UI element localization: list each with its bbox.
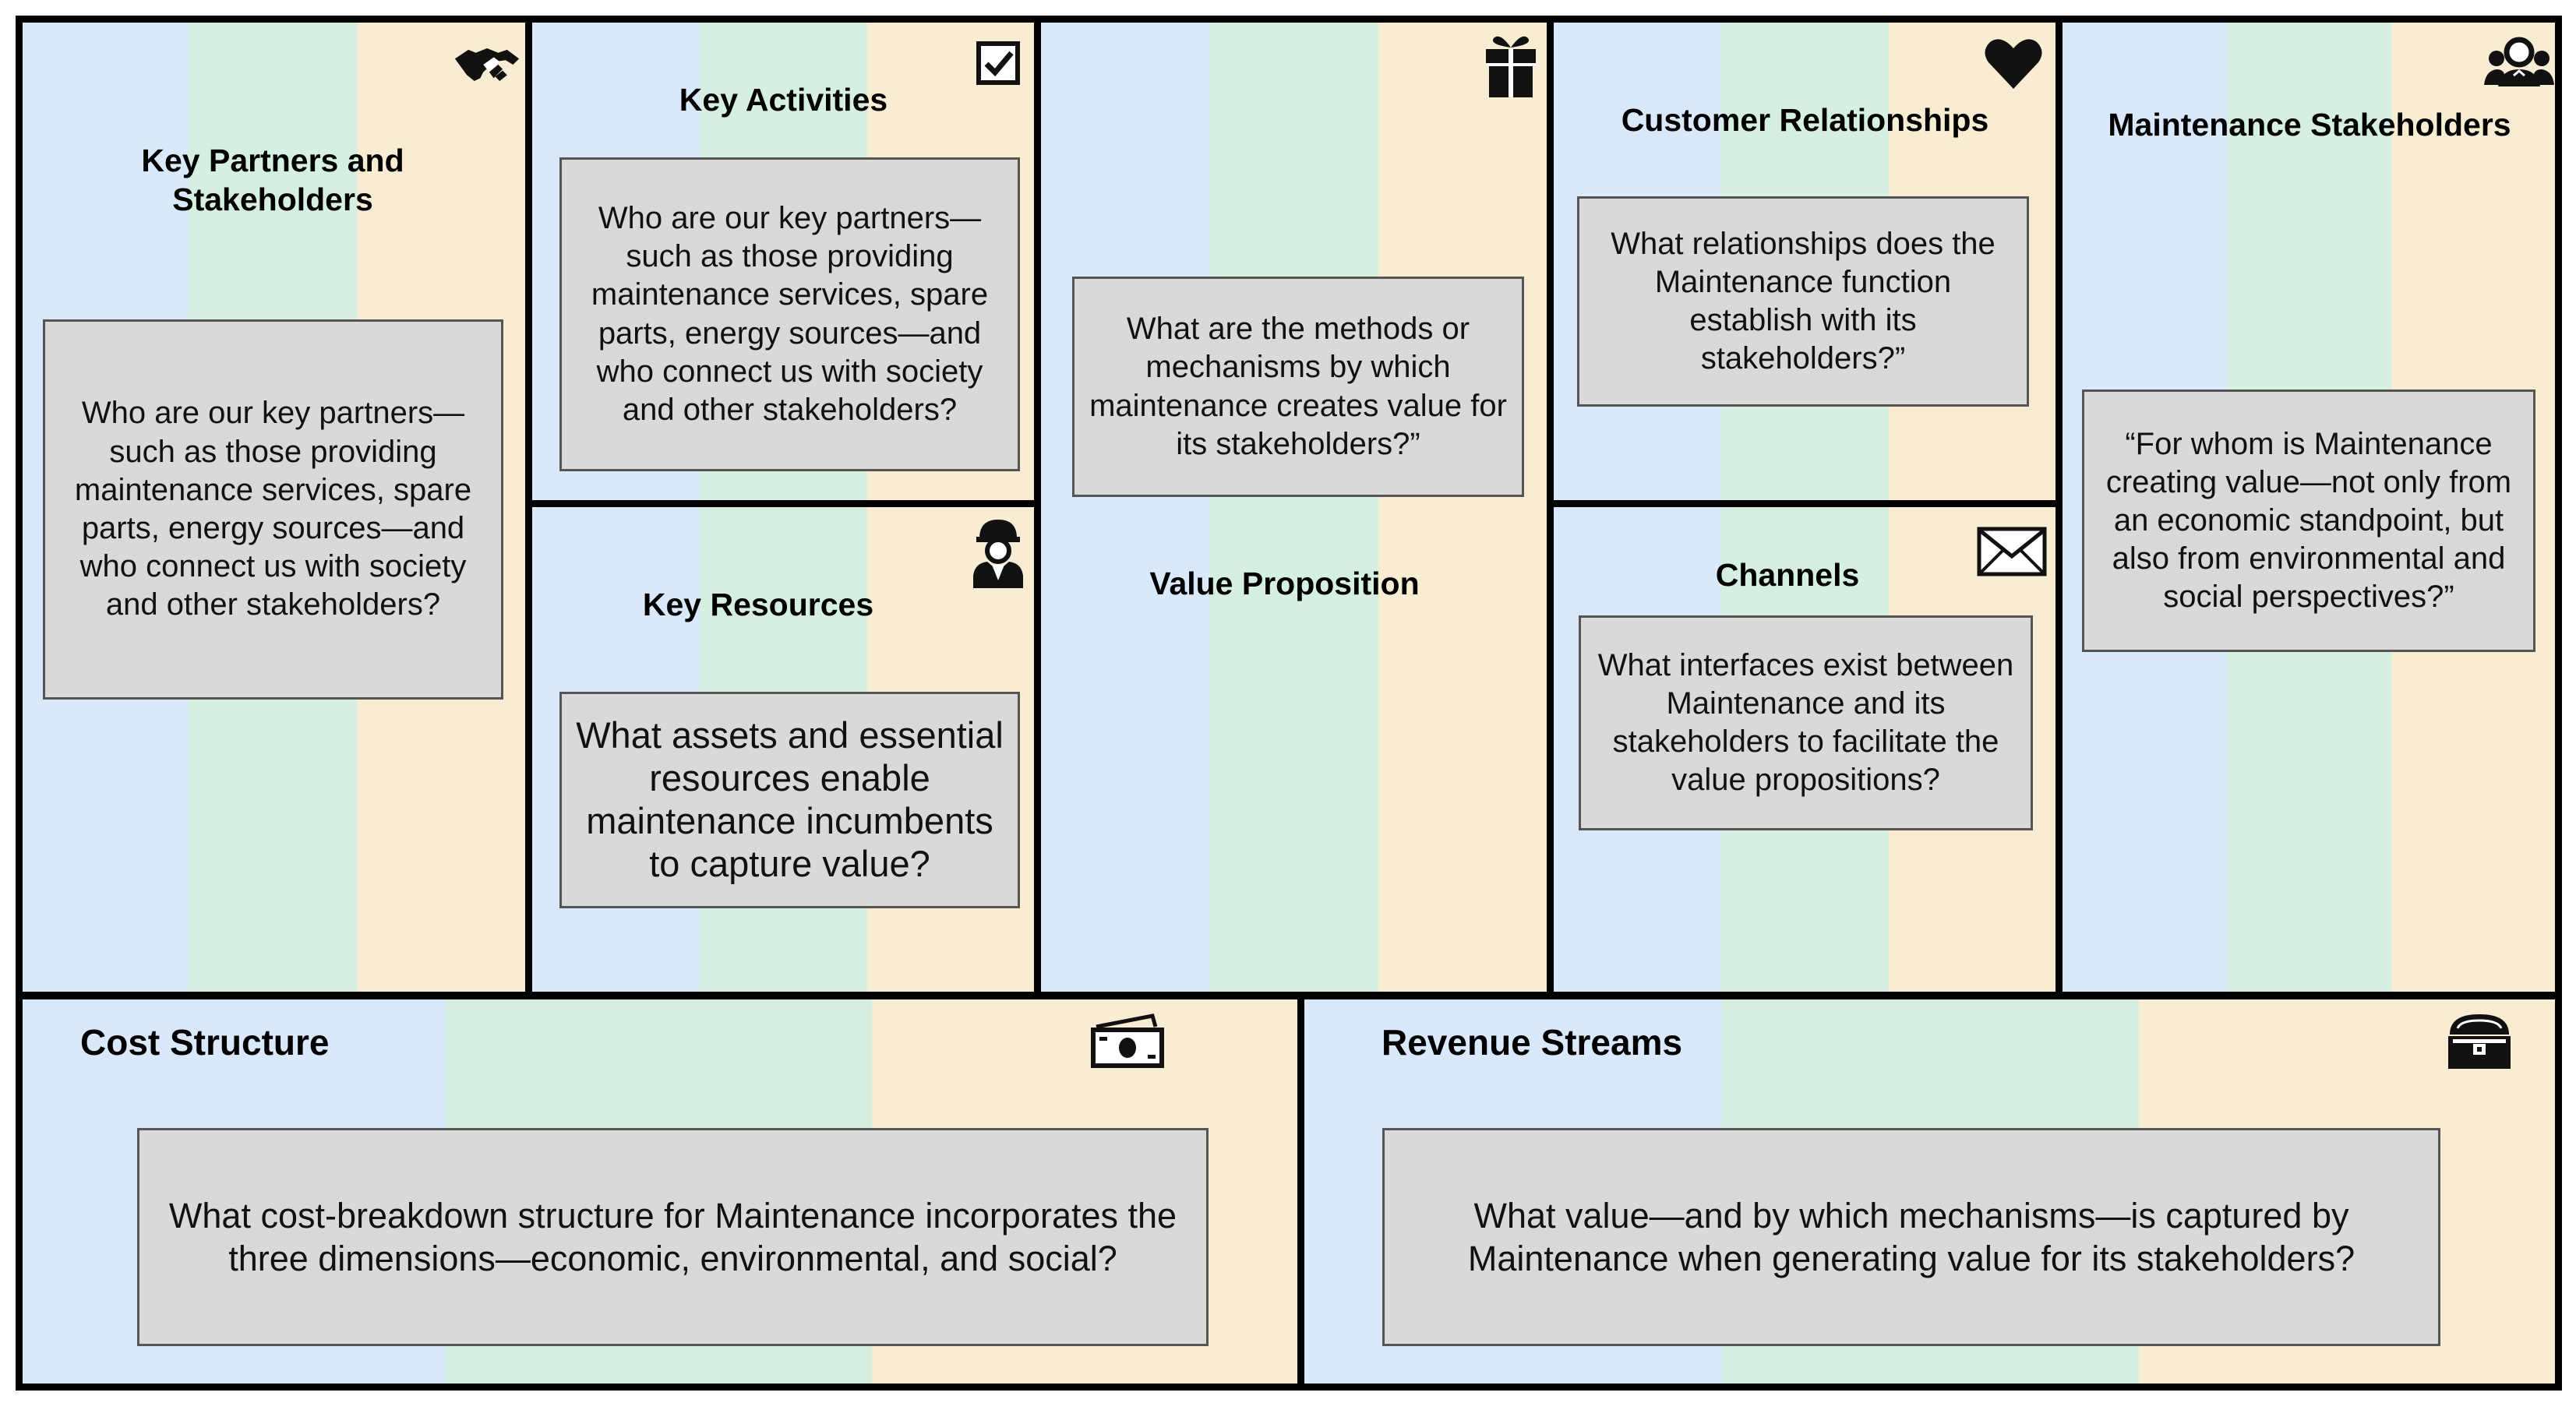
- revenue-streams-block: Revenue Streams What value—and by which …: [1304, 999, 2557, 1385]
- key-activities-title: Key Activities: [679, 82, 888, 118]
- revenue-streams-question: What value—and by which mechanisms—is ca…: [1382, 1128, 2440, 1346]
- outer-border-bottom: [16, 1384, 2562, 1391]
- key-partners-question-text: Who are our key partners—such as those p…: [74, 396, 472, 622]
- value-proposition-block: What are the methods or mechanisms by wh…: [1041, 21, 1547, 993]
- maintenance-stakeholders-title: Maintenance Stakeholders: [2108, 107, 2511, 143]
- key-resources-block: Key Resources What assets and essential …: [532, 507, 1035, 993]
- revenue-streams-title: Revenue Streams: [1382, 1022, 1683, 1063]
- value-proposition-question-text: What are the methods or mechanisms by wh…: [1089, 312, 1507, 461]
- customer-relationships-title: Customer Relationships: [1621, 102, 1989, 138]
- key-activities-question-text: Who are our key partners—such as those p…: [591, 200, 989, 427]
- divider-relationships-channels: [1547, 500, 2063, 507]
- outer-border-top: [16, 16, 2562, 23]
- key-resources-question: What assets and essential resources enab…: [559, 692, 1020, 908]
- cost-structure-title: Cost Structure: [80, 1022, 330, 1063]
- divider-horizontal-main: [16, 992, 2562, 999]
- key-partners-title: Key Partners and Stakeholders: [141, 143, 404, 218]
- channels-question: What interfaces exist between Maintenanc…: [1579, 615, 2033, 830]
- channels-block: Channels What interfaces exist between M…: [1554, 507, 2056, 993]
- cost-structure-question: What cost-breakdown structure for Mainte…: [137, 1128, 1209, 1346]
- checkbox-icon: [976, 41, 1020, 85]
- key-activities-question: Who are our key partners—such as those p…: [559, 157, 1020, 471]
- key-activities-block: Key Activities Who are our key partners—…: [532, 21, 1035, 501]
- maintenance-stakeholders-question: “For whom is Maintenance creating value—…: [2082, 390, 2535, 652]
- heart-icon: [1984, 36, 2043, 90]
- key-partners-block: Key Partners and Stakeholders Who are ou…: [19, 21, 526, 993]
- customer-relationships-question-text: What relationships does the Maintenance …: [1611, 226, 1996, 376]
- gift-icon: [1483, 30, 1539, 99]
- key-resources-question-text: What assets and essential resources enab…: [576, 714, 1004, 884]
- customer-relationships-block: Customer Relationships What relationship…: [1554, 21, 2056, 501]
- divider-activities-resources: [525, 500, 1041, 507]
- envelope-icon: [1977, 527, 2047, 576]
- outer-border-right: [2555, 16, 2562, 1391]
- divider-cost-revenue: [1297, 992, 1304, 1391]
- cost-structure-question-text: What cost-breakdown structure for Mainte…: [168, 1195, 1177, 1278]
- key-partners-question: Who are our key partners—such as those p…: [43, 319, 503, 700]
- value-proposition-title: Value Proposition: [1149, 566, 1420, 601]
- maintenance-stakeholders-question-text: “For whom is Maintenance creating value—…: [2105, 426, 2512, 615]
- cost-structure-block: Cost Structure What cost-breakdown struc…: [19, 999, 1298, 1385]
- treasure-chest-icon: [2445, 1010, 2514, 1072]
- handshake-icon: [453, 41, 520, 89]
- outer-border-left: [16, 16, 23, 1391]
- revenue-streams-question-text: What value—and by which mechanisms—is ca…: [1467, 1195, 2355, 1278]
- channels-question-text: What interfaces exist between Maintenanc…: [1597, 647, 2014, 798]
- key-resources-title: Key Resources: [642, 587, 874, 622]
- people-icon: [2482, 35, 2556, 90]
- maintenance-stakeholders-block: Maintenance Stakeholders “For whom is Ma…: [2063, 21, 2557, 993]
- customer-relationships-question: What relationships does the Maintenance …: [1577, 196, 2029, 407]
- value-proposition-question: What are the methods or mechanisms by wh…: [1072, 277, 1524, 497]
- worker-icon: [969, 515, 1028, 590]
- channels-title: Channels: [1715, 557, 1860, 593]
- money-icon: [1090, 1013, 1165, 1069]
